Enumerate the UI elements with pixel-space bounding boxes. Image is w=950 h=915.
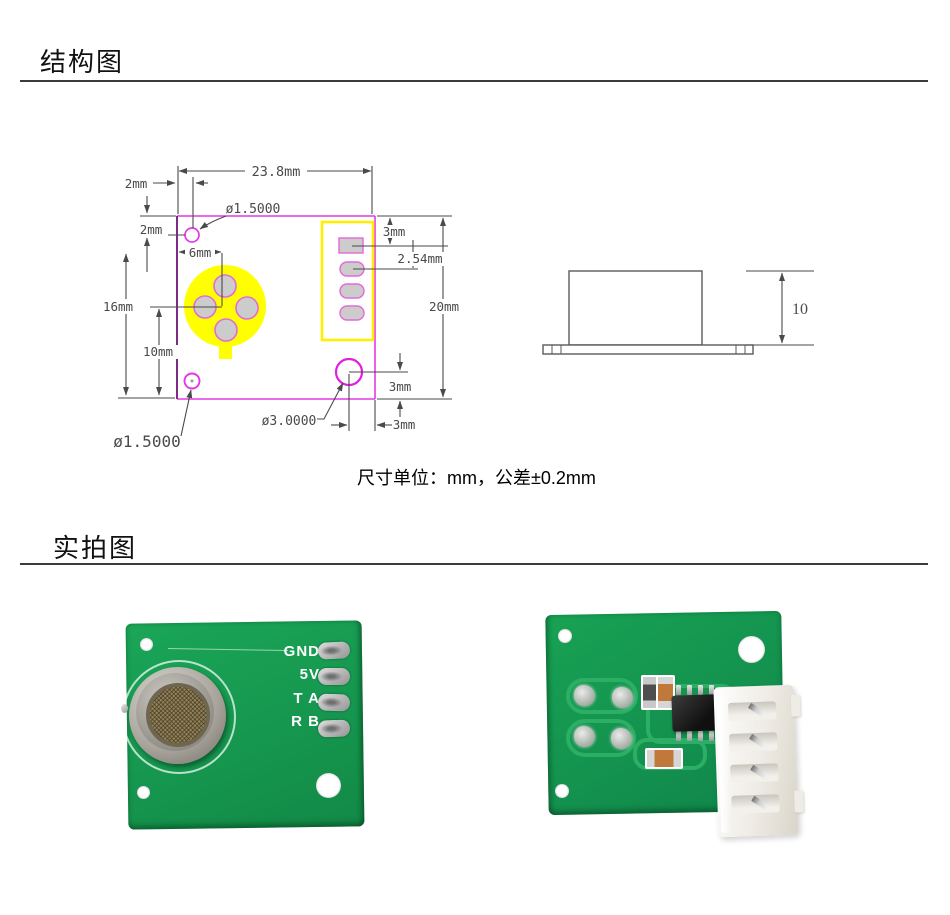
dim-hole-br-dia: ø3.0000 bbox=[262, 414, 317, 429]
dim-board-height: 20mm bbox=[429, 299, 459, 314]
solder-pad-5v bbox=[318, 668, 350, 685]
ic-pin bbox=[676, 685, 681, 695]
photos-section-title: 实拍图 bbox=[53, 533, 138, 563]
gas-sensor-mesh bbox=[146, 683, 210, 747]
dim-sensor-offset: 6mm bbox=[189, 245, 212, 260]
solder-pad-b bbox=[317, 719, 351, 738]
connector-pin bbox=[749, 733, 767, 749]
ic-pin bbox=[698, 731, 703, 741]
dim-hole-tl-y: 2mm bbox=[140, 222, 163, 237]
ic-pin bbox=[698, 685, 703, 695]
smd-capacitor-2 bbox=[645, 748, 683, 769]
soic8-chip bbox=[671, 694, 720, 732]
pin-label-ta: T A bbox=[293, 690, 320, 707]
hole-top-right bbox=[737, 635, 765, 663]
solder-joint-4 bbox=[610, 727, 632, 749]
dim-hole-tl-x: 2mm bbox=[125, 176, 148, 191]
connector-notch bbox=[794, 790, 804, 813]
photo-module-back bbox=[528, 598, 843, 858]
structure-diagram: 23.8mm 2mm 2mm ø1.5000 6mm 16mm 10mm ø1.… bbox=[100, 163, 814, 451]
connector-pin bbox=[747, 702, 766, 718]
hole-top-left bbox=[139, 637, 153, 651]
structure-section-title: 结构图 bbox=[40, 47, 125, 77]
ic-pin bbox=[676, 731, 681, 741]
ic-pin bbox=[709, 731, 714, 741]
solder-joint-1 bbox=[573, 684, 595, 706]
smd-capacitor-1 bbox=[656, 675, 675, 710]
dim-hole-tl-dia: ø1.5000 bbox=[226, 202, 281, 217]
dim-height-10: 10mm bbox=[143, 344, 173, 359]
hole-bottom-left bbox=[555, 784, 569, 798]
ic-pin bbox=[709, 685, 714, 695]
dim-hole-br-offset-x: 3mm bbox=[393, 417, 416, 432]
header-footprint bbox=[320, 220, 375, 342]
dimension-note: 尺寸单位：mm，公差±0.2mm bbox=[357, 468, 596, 488]
hole-top-left bbox=[558, 629, 572, 643]
connector-notch bbox=[790, 694, 801, 717]
dim-board-width: 23.8mm bbox=[252, 164, 301, 180]
hole-bottom-left bbox=[136, 785, 150, 799]
sensor-weld-nub bbox=[121, 704, 128, 713]
dim-hole-bl-dia: ø1.5000 bbox=[113, 432, 180, 451]
connector-slot bbox=[731, 794, 780, 814]
hole-bottom-right bbox=[315, 772, 341, 798]
sensor-footprint bbox=[184, 265, 266, 359]
side-view: 10 bbox=[542, 270, 814, 355]
connector-slot bbox=[730, 763, 779, 783]
photos-section-divider bbox=[20, 563, 928, 565]
structure-section-divider bbox=[20, 80, 928, 82]
solder-joint-3 bbox=[573, 725, 595, 747]
solder-joint-2 bbox=[611, 686, 633, 708]
pin-label-5v: 5V bbox=[299, 666, 320, 683]
solder-pad-a bbox=[317, 693, 351, 712]
connector-pin bbox=[750, 764, 768, 780]
connector-slot bbox=[729, 732, 778, 752]
pin-label-rb: R B bbox=[291, 713, 320, 730]
dim-side-height: 10 bbox=[792, 301, 808, 318]
dimension-labels: 23.8mm 2mm 2mm ø1.5000 6mm 16mm 10mm ø1.… bbox=[100, 163, 464, 451]
connector-pin bbox=[751, 795, 769, 811]
jst-connector bbox=[713, 684, 804, 838]
dim-height-16: 16mm bbox=[103, 299, 133, 314]
photo-module-front: GND 5V T A R B bbox=[110, 612, 390, 852]
connector-slot bbox=[727, 701, 777, 721]
solder-pad-gnd bbox=[317, 641, 351, 660]
dim-pad-top-offset: 3mm bbox=[383, 224, 406, 239]
dim-hole-br-offset-y: 3mm bbox=[389, 379, 412, 394]
ic-pin bbox=[687, 731, 692, 741]
dimension-lines bbox=[118, 166, 452, 437]
dim-pad-pitch: 2.54mm bbox=[397, 251, 442, 266]
sensor-silkscreen-ring bbox=[122, 660, 236, 774]
pin-label-gnd: GND bbox=[283, 643, 320, 660]
ic-pin bbox=[687, 685, 692, 695]
